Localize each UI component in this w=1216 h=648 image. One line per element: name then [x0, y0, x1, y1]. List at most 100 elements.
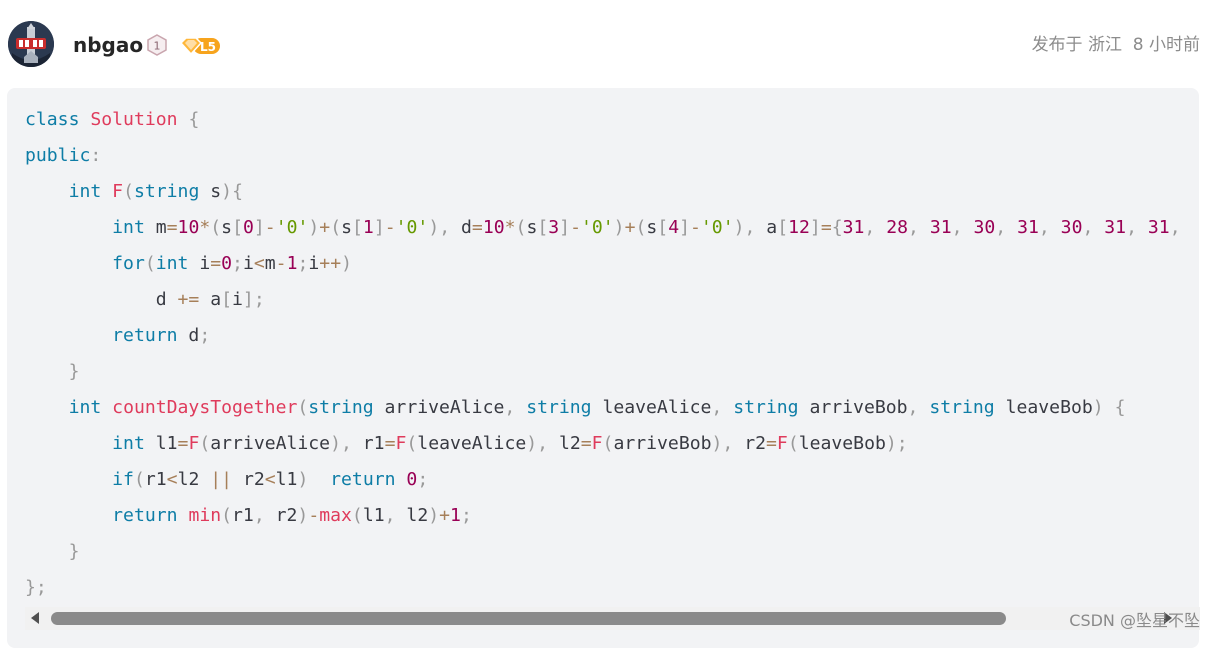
code-token: ,: [722, 433, 734, 454]
code-token: arriveBob: [798, 397, 908, 418]
code-token: [79, 109, 90, 130]
scroll-right-arrow-icon[interactable]: [1164, 612, 1172, 624]
code-token: 30: [1060, 217, 1083, 238]
code-token: l2: [548, 433, 581, 454]
code-line: int F(string s){: [25, 174, 1181, 210]
code-token: ,: [744, 217, 756, 238]
code-token: [25, 433, 112, 454]
code-token: r2: [733, 433, 766, 454]
scroll-left-arrow-icon[interactable]: [31, 612, 39, 624]
code-token: ): [297, 505, 309, 526]
code-token: (: [351, 505, 363, 526]
code-token: 4: [668, 217, 680, 238]
code-token: if: [112, 469, 134, 490]
code-token: [178, 505, 189, 526]
code-line: class Solution {: [25, 102, 1181, 138]
code-token: m: [144, 217, 167, 238]
code-token: ,: [340, 433, 352, 454]
code-token: return: [330, 469, 396, 490]
code-token: 0: [406, 469, 418, 490]
code-token: countDaysTogether: [112, 397, 298, 418]
code-token: ]: [253, 217, 265, 238]
code-token: {: [188, 109, 200, 130]
code-token: (: [123, 181, 134, 202]
code-token: s: [646, 217, 658, 238]
code-token: leaveAlice: [417, 433, 527, 454]
code-token: m: [264, 253, 276, 274]
code-token: ): [330, 433, 341, 454]
horizontal-scrollbar[interactable]: [25, 607, 1200, 630]
avatar[interactable]: [8, 21, 54, 67]
code-line: public:: [25, 138, 1181, 174]
code-token: ,: [504, 397, 516, 418]
code-line: int m=10*(s[0]-'0')+(s[1]-'0'), d=10*(s[…: [25, 210, 1181, 246]
code-token: ): [885, 433, 897, 454]
code-token: =: [384, 433, 396, 454]
code-token: ,: [907, 397, 919, 418]
code-token: string: [526, 397, 592, 418]
code-token: ,: [1169, 217, 1181, 238]
code-token: string: [133, 181, 200, 202]
code-token: r1: [144, 469, 167, 490]
watermark: CSDN @坠星不坠: [1069, 611, 1200, 630]
code-token: for: [112, 253, 145, 274]
code-line: int l1=F(arriveAlice), r1=F(leaveAlice),…: [25, 426, 1181, 462]
code-token: int: [155, 253, 189, 274]
code-token: ): [711, 433, 723, 454]
code-token: 28: [886, 217, 909, 238]
code-token: =: [177, 433, 189, 454]
code-token: 1: [450, 505, 461, 526]
code-token: (: [221, 505, 233, 526]
code-token: l2: [177, 469, 211, 490]
code-token: =: [210, 253, 222, 274]
code-token: [25, 541, 69, 562]
code-token: [: [657, 217, 669, 238]
code-token: -: [384, 217, 396, 238]
code-token: 1: [362, 217, 374, 238]
code-token: 31: [842, 217, 865, 238]
badge-level-glyph: 1: [154, 40, 161, 53]
code-token: ;: [232, 253, 243, 274]
code-token: F: [188, 433, 200, 454]
code-token: leaveBob: [798, 433, 886, 454]
username[interactable]: nbgao: [73, 33, 144, 57]
code-token: +: [624, 217, 636, 238]
code-token: ): [308, 217, 320, 238]
code-token: [: [777, 217, 789, 238]
code-token: [1006, 217, 1017, 238]
code-token: [25, 181, 69, 202]
code-token: return: [112, 325, 178, 346]
scrollbar-thumb[interactable]: [51, 612, 1006, 625]
code-token: '0': [395, 217, 429, 238]
code-token: [25, 253, 112, 274]
code-token: s: [221, 217, 233, 238]
rank-badge-label: L5: [200, 40, 216, 54]
code-line: if(r1<l2 || r2<l1) return 0;: [25, 462, 1181, 498]
code-token: (: [515, 217, 527, 238]
code-token: s: [341, 217, 352, 238]
code-token: [919, 217, 930, 238]
code-token: l1: [275, 469, 298, 490]
code-token: (: [144, 253, 156, 274]
code-token: '0': [580, 217, 614, 238]
code-token: [178, 109, 189, 130]
code-token: '0': [275, 217, 309, 238]
code-token: [: [232, 217, 243, 238]
code-token: 31: [1017, 217, 1039, 238]
code-token: (: [602, 433, 614, 454]
code-token: ;: [896, 433, 908, 454]
code-token: (: [199, 433, 211, 454]
code-token: 12: [788, 217, 810, 238]
code-token: ,: [384, 505, 396, 526]
code-token: Solution: [90, 109, 178, 130]
code-token: ): [613, 217, 625, 238]
hexagon-icon: 1: [147, 34, 167, 56]
code-token: =: [471, 217, 483, 238]
code-token: [963, 217, 974, 238]
code-token: [25, 361, 69, 382]
code-token: [25, 217, 112, 238]
code-token: ): [1092, 397, 1104, 418]
code-token: F: [776, 433, 788, 454]
code-token: (: [210, 217, 222, 238]
rank-badge: L5: [179, 36, 221, 56]
